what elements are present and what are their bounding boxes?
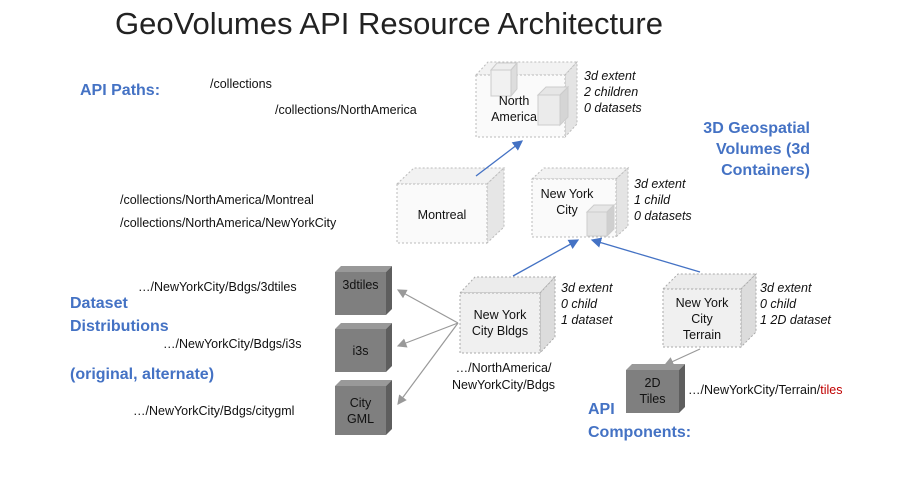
info-extent: 3d extent (561, 281, 613, 295)
info-children: 1 child (634, 193, 671, 207)
component-2dtiles-label: 2D Tiles (626, 375, 679, 407)
info-children: 0 child (561, 297, 598, 311)
nyc-terrain-cube (661, 272, 758, 349)
nyc-terrain-line1: New York (675, 296, 729, 310)
dist-citygml-label: City GML (335, 395, 386, 427)
path-citygml: …/NewYorkCity/Bdgs/citygml (133, 404, 295, 418)
component-line2: Tiles (639, 392, 666, 406)
path-terrain-prefix: …/NewYorkCity/Terrain/ (688, 383, 821, 397)
info-extent: 3d extent (760, 281, 812, 295)
info-datasets: 0 datasets (584, 101, 642, 115)
info-children: 2 children (584, 85, 639, 99)
north-america-cube (474, 60, 579, 139)
new-york-city-line2: City (556, 203, 578, 217)
volumes-heading: 3D Geospatial Volumes (3d Containers) (680, 118, 810, 181)
nyc-terrain-info: 3d extent 0 child 1 2D dataset (760, 280, 831, 328)
montreal-label: Montreal (417, 208, 467, 222)
dist-heading-alternate: (original, alternate) (70, 366, 215, 383)
new-york-city-info: 3d extent 1 child 0 datasets (634, 176, 692, 224)
dist-i3s-label: i3s (352, 344, 369, 358)
arrow-nyc-to-northamerica (475, 140, 524, 177)
path-terrain-suffix: tiles (820, 383, 843, 397)
path-bldgs-line2: NewYorkCity/Bdgs (452, 378, 556, 392)
component-2dtiles-box (626, 364, 685, 413)
path-new-york-city: /collections/NorthAmerica/NewYorkCity (120, 216, 337, 230)
api-paths-label: API Paths: (80, 82, 161, 99)
nyc-bldgs-line1: New York (473, 308, 527, 322)
path-bldgs-line1: …/NorthAmerica/ (455, 361, 552, 375)
north-america-line2: America (491, 110, 537, 124)
nyc-bldgs-info: 3d extent 0 child 1 dataset (561, 280, 612, 328)
arrow-bldgs-to-nyc (512, 239, 580, 277)
arrow-bldgs-to-citygml (397, 322, 459, 405)
nyc-terrain-label: New York City Terrain (663, 295, 741, 343)
nyc-bldgs-label: New York City Bldgs (460, 307, 540, 339)
path-collections: /collections (210, 77, 272, 91)
nyc-terrain-line3: Terrain (682, 328, 722, 342)
arrow-bldgs-to-i3s (396, 322, 459, 348)
volumes-heading-line3: Containers) (721, 162, 810, 179)
north-america-label: North America (480, 93, 548, 125)
info-extent: 3d extent (634, 177, 686, 191)
info-datasets: 1 2D dataset (760, 313, 831, 327)
arrow-terrain-to-nyc (590, 237, 701, 273)
path-terrain-tiles: …/NewYorkCity/Terrain/tiles (688, 383, 842, 397)
citygml-line1: City (349, 396, 372, 410)
path-montreal: /collections/NorthAmerica/Montreal (120, 193, 314, 207)
north-america-info: 3d extent 2 children 0 datasets (584, 68, 642, 116)
api-components-line2: Components: (588, 424, 692, 441)
path-i3s: …/NewYorkCity/Bdgs/i3s (163, 337, 302, 351)
nyc-terrain-line2: City (691, 312, 713, 326)
new-york-city-cube (530, 166, 630, 239)
new-york-city-line1: New York (540, 187, 594, 201)
volumes-heading-line1: 3D Geospatial (703, 120, 810, 137)
info-extent: 3d extent (584, 69, 636, 83)
api-components-heading: API Components: (588, 398, 691, 444)
dist-3dtiles-label: 3dtiles (342, 278, 379, 292)
montreal-cube (395, 166, 506, 245)
arrow-bldgs-to-3dtiles (396, 289, 459, 324)
info-datasets: 1 dataset (561, 313, 613, 327)
path-bldgs: …/NorthAmerica/ NewYorkCity/Bdgs (452, 360, 555, 394)
path-north-america: /collections/NorthAmerica (275, 103, 417, 117)
info-children: 0 child (760, 297, 797, 311)
page-title: GeoVolumes API Resource Architecture (115, 6, 663, 41)
dataset-distributions-heading: Dataset Distributions (70, 292, 169, 338)
api-components-line1: API (588, 401, 615, 418)
dist-heading-line2: Distributions (70, 318, 169, 335)
dist-citygml-box (335, 380, 392, 435)
nyc-bldgs-cube (458, 275, 557, 355)
dist-i3s-box (335, 323, 392, 372)
info-datasets: 0 datasets (634, 209, 692, 223)
nyc-bldgs-line2: City Bldgs (471, 324, 529, 338)
component-line1: 2D (644, 376, 661, 390)
new-york-city-label: New York City (532, 186, 602, 218)
arrow-terrain-to-2dtiles (663, 348, 701, 366)
citygml-line2: GML (346, 412, 375, 426)
north-america-line1: North (498, 94, 530, 108)
dist-3dtiles-box (335, 266, 392, 315)
volumes-heading-line2: Volumes (3d (716, 141, 810, 158)
path-3dtiles: …/NewYorkCity/Bdgs/3dtiles (138, 280, 297, 294)
dist-heading-line1: Dataset (70, 295, 128, 312)
